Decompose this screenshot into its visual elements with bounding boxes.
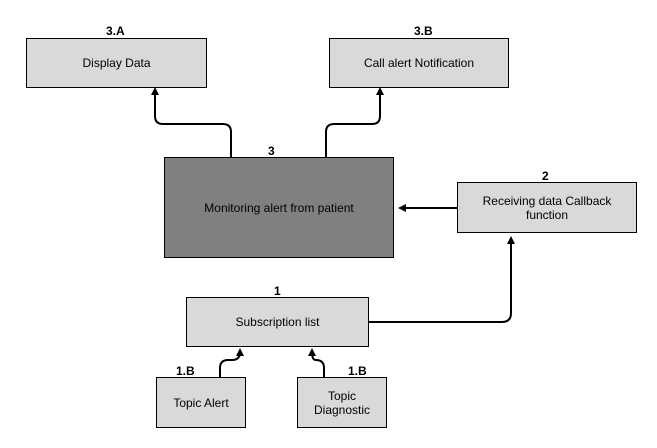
edge-subscription-to-receiving [369, 236, 515, 323]
subscription-box: Subscription list [186, 297, 369, 347]
call-alert-number: 3.B [414, 24, 433, 38]
topic-diagnostic-number: 1.B [348, 364, 367, 378]
topic-alert-number: 1.B [176, 364, 195, 378]
monitoring-number: 3 [268, 144, 275, 158]
receiving-label: Receiving data Callback function [482, 193, 612, 222]
call-alert-box: Call alert Notification [329, 38, 509, 88]
display-data-number: 3.A [106, 24, 125, 38]
edge-topic-diagnostic-to-subscription [308, 348, 325, 377]
subscription-number: 1 [274, 284, 281, 298]
receiving-number: 2 [542, 169, 549, 183]
display-data-label: Display Data [82, 56, 151, 70]
call-alert-label: Call alert Notification [363, 56, 475, 70]
edge-monitoring-to-call-alert [325, 87, 384, 157]
monitoring-box: Monitoring alert from patient [164, 157, 394, 258]
display-data-box: Display Data [26, 38, 207, 88]
edge-monitoring-to-display [151, 87, 232, 157]
topic-alert-box: Topic Alert [156, 377, 246, 428]
topic-diagnostic-box: Topic Diagnostic [297, 377, 387, 428]
monitoring-label: Monitoring alert from patient [204, 200, 354, 215]
receiving-box: Receiving data Callback function [457, 182, 637, 233]
topic-alert-label: Topic Alert [173, 395, 229, 410]
topic-diagnostic-label: Topic Diagnostic [313, 388, 371, 417]
subscription-label: Subscription list [235, 315, 320, 329]
edge-topic-alert-to-subscription [219, 348, 244, 377]
